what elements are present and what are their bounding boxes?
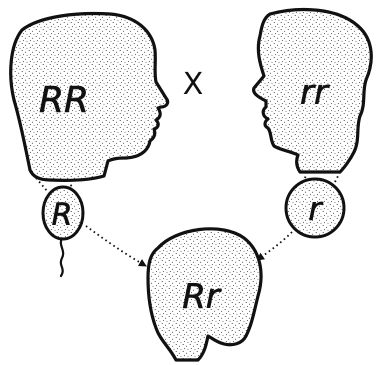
parent-left-genotype: RR bbox=[39, 80, 89, 121]
parent-male-head: RR bbox=[11, 14, 168, 181]
parent-right-genotype: rr bbox=[300, 73, 330, 113]
arrow-sperm-to-offspring bbox=[86, 226, 146, 266]
lineage-line-female-to-egg bbox=[334, 172, 340, 184]
egg-allele: r bbox=[308, 190, 323, 228]
cross-symbol: X bbox=[183, 67, 204, 102]
male-head-silhouette bbox=[11, 14, 168, 181]
arrow-egg-to-offspring bbox=[257, 232, 292, 260]
sperm-tail bbox=[61, 238, 63, 276]
offspring-head: Rr bbox=[148, 229, 261, 360]
sperm-gamete: R bbox=[43, 187, 83, 276]
egg-gamete: r bbox=[286, 179, 344, 237]
offspring-genotype: Rr bbox=[182, 277, 222, 317]
sperm-allele: R bbox=[52, 198, 73, 233]
parent-female-head: rr bbox=[254, 10, 372, 172]
